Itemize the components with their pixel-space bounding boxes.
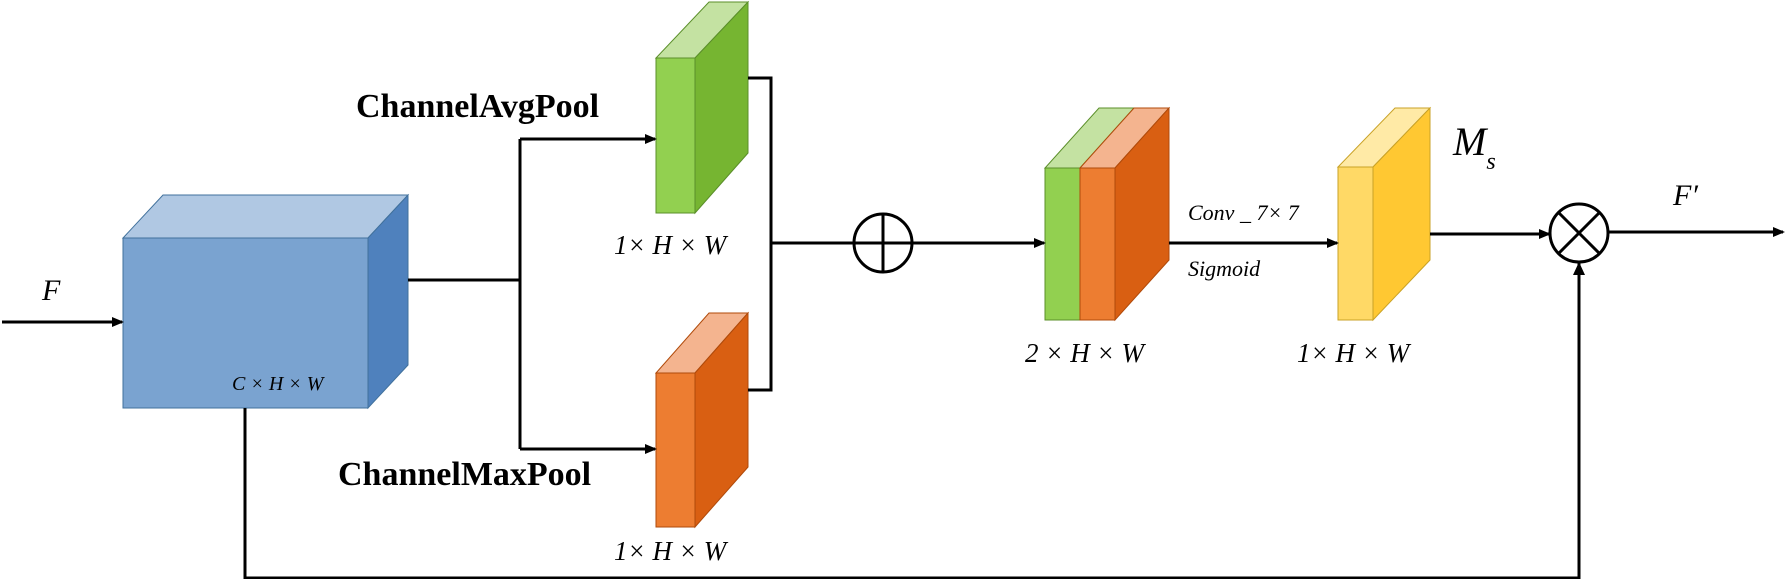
max-pool-label: ChannelMaxPool bbox=[338, 456, 591, 493]
avg-to-merge-line bbox=[748, 76, 773, 243]
concat-dims-label: 2 × H × W bbox=[1025, 338, 1146, 368]
max-block-front bbox=[655, 372, 696, 528]
input-dims-label: C × H × W bbox=[232, 373, 326, 395]
max-pool-block bbox=[654, 311, 750, 529]
input-feature-block bbox=[121, 193, 410, 410]
output-label: F′ bbox=[1672, 179, 1698, 212]
connections bbox=[2, 76, 1785, 579]
skip-arrowhead bbox=[1573, 262, 1585, 275]
activation-label: Sigmoid bbox=[1188, 256, 1261, 281]
avg-pool-label: ChannelAvgPool bbox=[356, 88, 599, 125]
multiply-operator bbox=[1548, 202, 1610, 264]
mask-label: Ms bbox=[1452, 119, 1496, 175]
mask-dims-label: 1× H × W bbox=[1297, 338, 1412, 368]
input-label: F bbox=[41, 274, 61, 307]
avg-dims-label: 1× H × W bbox=[614, 230, 729, 260]
avg-pool-block bbox=[654, 0, 750, 215]
conv-label: Conv _ 7× 7 bbox=[1188, 200, 1300, 225]
avg-block-front bbox=[655, 57, 696, 214]
skip-connection-line bbox=[243, 263, 1581, 579]
concat-block bbox=[1043, 106, 1171, 322]
mask-block bbox=[1336, 106, 1432, 322]
max-to-merge-line bbox=[748, 243, 773, 392]
multiply-cross-b bbox=[1556, 210, 1602, 256]
add-operator bbox=[852, 212, 914, 274]
mask-block-front bbox=[1337, 166, 1374, 321]
concat-orange-front bbox=[1079, 167, 1116, 321]
input-block-front bbox=[122, 237, 369, 409]
concat-green-front bbox=[1044, 167, 1081, 321]
mask-label-sub: s bbox=[1486, 149, 1495, 175]
mask-label-main: M bbox=[1452, 119, 1489, 164]
max-dims-label: 1× H × W bbox=[614, 536, 729, 566]
input-block-top bbox=[121, 194, 410, 239]
